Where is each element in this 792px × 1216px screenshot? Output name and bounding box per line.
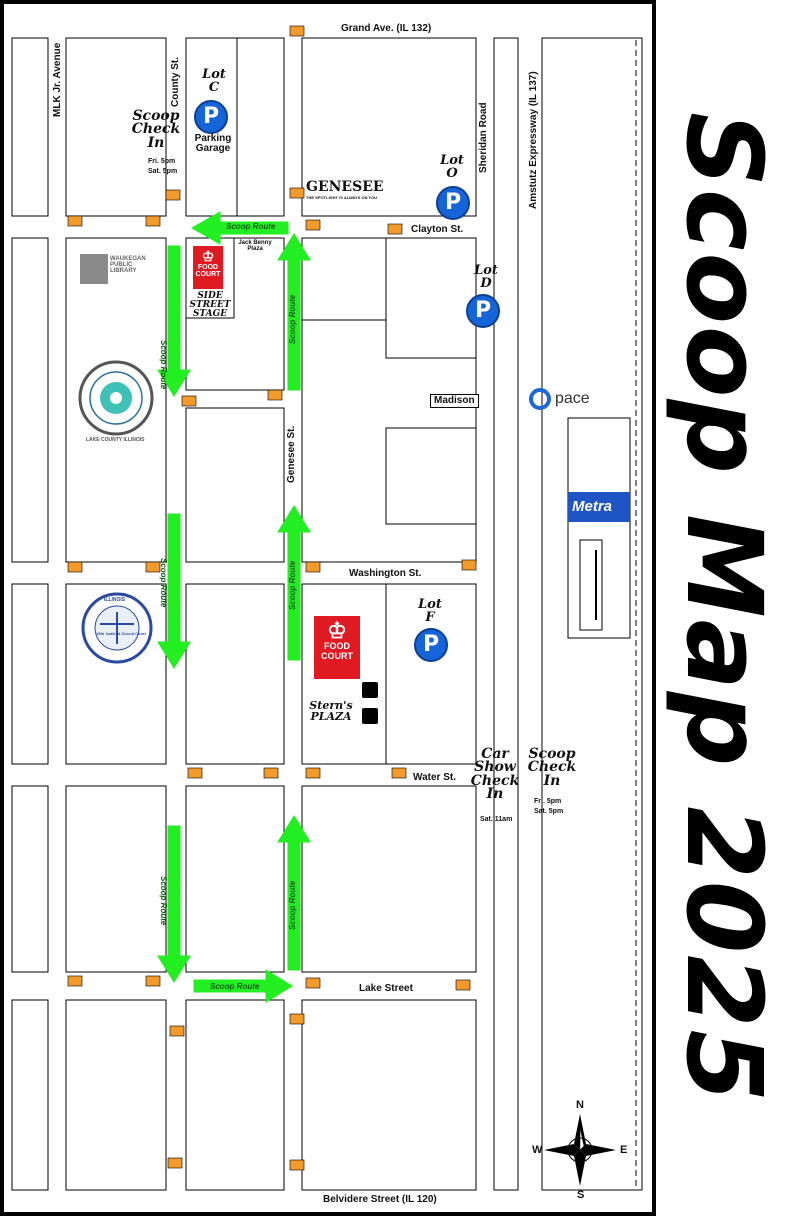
city-blocks (11, 37, 643, 1191)
lot-o-label: Lot O (440, 153, 464, 181)
car-show-checkin-title: Car Show Check In (470, 746, 520, 802)
metra-logo (568, 492, 630, 522)
sterns-plaza-label: Stern's PLAZA (309, 699, 353, 723)
street-water: Water St. (410, 772, 459, 784)
pace-label: pace (555, 390, 590, 407)
lot-c-label: Lot C (202, 67, 226, 95)
lot-c-note: Parking Garage (194, 133, 232, 154)
lot-f-label: Lot F (418, 597, 442, 625)
route-label-genesee-1: Scoop Route (288, 294, 297, 344)
compass-rose-icon (544, 1114, 616, 1186)
metra-label: Metra (572, 498, 613, 515)
parking-o-icon: P (436, 186, 470, 220)
street-madison: Madison (430, 394, 479, 408)
title-banner: Scoop Map 2025 (656, 0, 792, 1216)
street-sheridan: Sheridan Road (478, 99, 490, 176)
jack-benny-plaza-label: Jack Benny Plaza (238, 240, 272, 252)
side-street-stage-label: SIDE STREET STAGE (189, 291, 231, 319)
music-icons (362, 682, 378, 724)
street-belvidere: Belvidere Street (IL 120) (320, 1194, 440, 1206)
barricades (67, 25, 477, 1171)
court-seal-name: 19th Judicial Circuit Court (96, 631, 146, 636)
scoop-route (157, 211, 311, 1003)
route-label-lake: Scoop Route (210, 982, 260, 991)
street-washington: Washington St. (346, 568, 425, 580)
food-court-north: ♔ FOOD COURT (193, 246, 223, 289)
route-label-clayton: Scoop Route (226, 222, 276, 231)
metra-station (567, 417, 631, 639)
map-title: Scoop Map 2025 (663, 112, 785, 1104)
lot-d-label: Lot D (474, 263, 498, 291)
street-mlk: MLK Jr. Avenue (52, 39, 64, 120)
compass-w: W (532, 1144, 543, 1156)
scoop-checkin-nw-title: Scoop Check In (131, 108, 181, 151)
food-court-south-label: FOOD COURT (321, 641, 353, 661)
scoop-checkin-se-time-2: Sat. 5pm (534, 808, 564, 815)
building-outlines (185, 38, 477, 764)
street-lake: Lake Street (356, 983, 416, 995)
parking-f-icon: P (414, 628, 448, 662)
genesee-theatre-logo: GENESEE (306, 179, 384, 195)
route-label-county-1: Scoop Route (159, 340, 168, 390)
street-amstutz: Amstutz Expressway (IL 137) (528, 68, 540, 212)
scoop-checkin-nw-time-2: Sat. 5pm (148, 168, 178, 175)
street-county: County St. (170, 54, 182, 110)
route-label-genesee-2: Scoop Route (288, 560, 297, 610)
chef-hat-icon: ♔ (327, 618, 347, 643)
street-map (0, 0, 656, 1216)
street-clayton: Clayton St. (408, 224, 467, 236)
parking-d-icon: P (466, 294, 500, 328)
street-genesee: Genesee St. (286, 422, 298, 486)
route-label-genesee-3: Scoop Route (288, 880, 297, 930)
street-grand-ave: Grand Ave. (IL 132) (338, 23, 435, 35)
compass-n: N (576, 1099, 584, 1111)
parking-c-icon: P (194, 100, 228, 134)
scoop-checkin-se-time-1: Fri. 5pm (534, 798, 562, 805)
scoop-checkin-nw-time-1: Fri. 5pm (148, 158, 176, 165)
food-court-north-label: FOOD COURT (195, 263, 221, 279)
route-label-county-2: Scoop Route (159, 558, 168, 608)
court-seal-top-label: ILLINOIS (104, 597, 126, 603)
pace-logo-icon (529, 388, 551, 410)
compass-e: E (620, 1144, 628, 1156)
route-label-county-3: Scoop Route (159, 876, 168, 926)
lake-county-label: LAKE COUNTY ILLINOIS (86, 437, 145, 443)
lake-county-seal (78, 360, 154, 436)
car-show-checkin-time: Sat. 11am (480, 816, 513, 823)
scoop-checkin-se-title: Scoop Check In (527, 746, 577, 789)
library-label: WAUKEGAN PUBLIC LIBRARY (110, 256, 146, 274)
genesee-tagline: THE SPOTLIGHT IS ALWAYS ON YOU (306, 195, 378, 200)
court-seal (81, 592, 153, 664)
library-logo-mark (80, 254, 108, 284)
food-court-south: ♔ FOOD COURT (314, 616, 360, 679)
compass-s: S (577, 1189, 585, 1201)
chef-hat-icon: ♔ (201, 248, 215, 264)
